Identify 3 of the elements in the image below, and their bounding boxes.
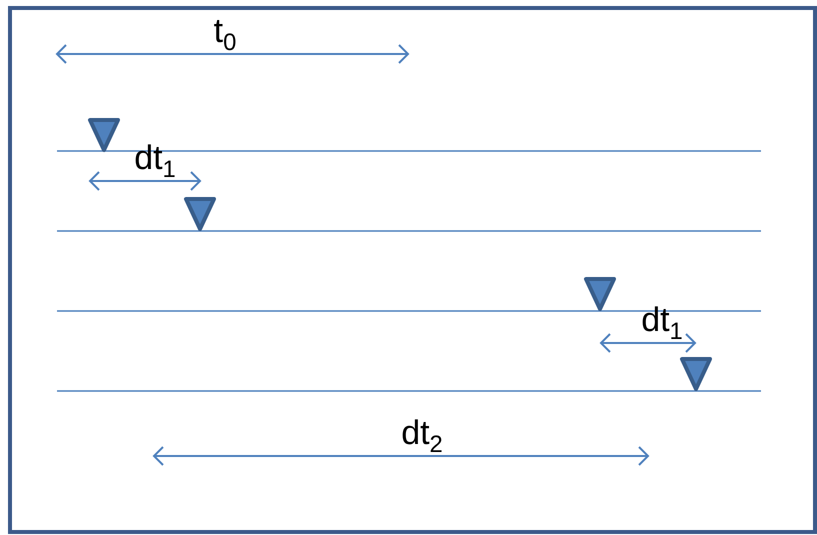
time-label: dt$_{1}$ [641, 303, 683, 344]
time-label: dt$_{2}$ [401, 416, 443, 457]
time-label: t$_{0}$ [214, 14, 236, 55]
